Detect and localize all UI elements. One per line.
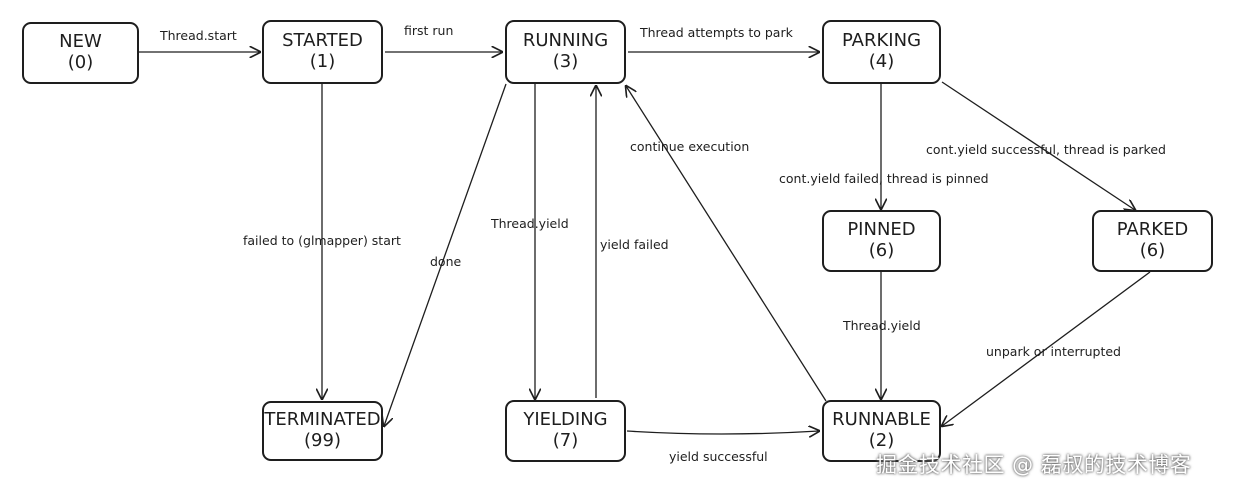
edge-yielding-runnable bbox=[626, 431, 819, 434]
label-thread-start: Thread.start bbox=[159, 28, 237, 43]
watermark-text: 掘金技术社区 @ 磊叔的技术博客 bbox=[876, 453, 1192, 477]
state-runnable: RUNNABLE (2) bbox=[822, 400, 941, 462]
state-name: TERMINATED bbox=[264, 409, 381, 431]
state-yielding: YIELDING (7) bbox=[505, 400, 626, 462]
state-code: (3) bbox=[552, 51, 579, 72]
edge-parked-runnable bbox=[942, 271, 1151, 426]
state-code: (1) bbox=[309, 51, 336, 72]
label-yield-failed-pinned: cont.yield failed, thread is pinned bbox=[779, 171, 989, 186]
label-unpark-interrupted: unpark or interrupted bbox=[986, 344, 1121, 359]
label-continue-execution: continue execution bbox=[630, 139, 749, 154]
label-yield-failed: yield failed bbox=[600, 237, 669, 252]
state-started: STARTED (1) bbox=[262, 20, 383, 84]
label-attempts-park: Thread attempts to park bbox=[639, 25, 794, 40]
state-parking: PARKING (4) bbox=[822, 20, 941, 84]
state-name: PINNED bbox=[847, 219, 916, 241]
state-name: PARKED bbox=[1116, 219, 1189, 241]
label-yield-success-parked: cont.yield successful, thread is parked bbox=[926, 142, 1166, 157]
state-code: (2) bbox=[868, 430, 895, 451]
state-name: STARTED bbox=[282, 30, 363, 52]
label-pinned-yield: Thread.yield bbox=[842, 318, 921, 333]
state-name: YIELDING bbox=[523, 409, 608, 431]
state-name: RUNNABLE bbox=[832, 409, 931, 431]
state-pinned: PINNED (6) bbox=[822, 210, 941, 272]
label-first-run: first run bbox=[404, 23, 453, 38]
edge-runnable-running bbox=[626, 86, 827, 402]
state-new: NEW (0) bbox=[22, 22, 139, 84]
state-code: (6) bbox=[1139, 240, 1166, 261]
state-code: (0) bbox=[67, 52, 94, 73]
state-name: NEW bbox=[59, 31, 102, 53]
state-code: (99) bbox=[304, 430, 341, 451]
state-code: (4) bbox=[868, 51, 895, 72]
label-failed-start: failed to (glmapper) start bbox=[243, 233, 401, 248]
state-parked: PARKED (6) bbox=[1092, 210, 1213, 272]
state-code: (6) bbox=[868, 240, 895, 261]
state-name: RUNNING bbox=[522, 30, 609, 52]
state-terminated: TERMINATED (99) bbox=[262, 401, 383, 461]
edge-running-terminated bbox=[384, 83, 507, 426]
state-name: PARKING bbox=[841, 30, 922, 52]
edge-parking-parked bbox=[941, 81, 1135, 210]
label-thread-yield: Thread.yield bbox=[490, 216, 569, 231]
label-done: done bbox=[430, 254, 462, 269]
state-code: (7) bbox=[552, 430, 579, 451]
state-running: RUNNING (3) bbox=[505, 20, 626, 84]
label-yield-successful: yield successful bbox=[669, 449, 768, 464]
